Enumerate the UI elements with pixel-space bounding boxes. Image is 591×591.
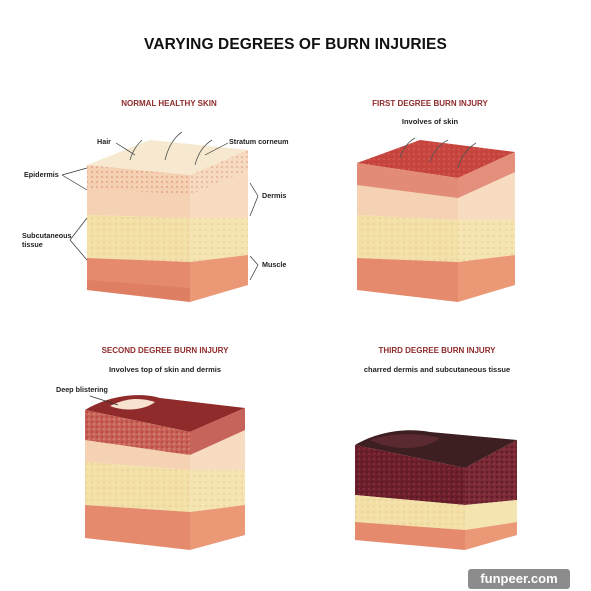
heading-normal-skin: NORMAL HEALTHY SKIN	[121, 99, 217, 108]
label-stratum-corneum: Stratum corneum	[229, 137, 289, 146]
label-hair: Hair	[97, 137, 111, 146]
leader-line-blistering	[89, 395, 119, 406]
label-subcutaneous-tissue: Subcutaneous tissue	[22, 231, 72, 249]
label-muscle: Muscle	[262, 260, 287, 269]
page-title: VARYING DEGREES OF BURN INJURIES	[144, 36, 447, 53]
leader-lines-normal	[61, 142, 259, 281]
label-deep-blistering: Deep blistering	[56, 385, 108, 394]
heading-first-degree: FIRST DEGREE BURN INJURY	[372, 99, 488, 108]
first-degree-block	[357, 137, 515, 302]
second-degree-block	[85, 395, 245, 550]
watermark-badge: funpeer.com	[468, 569, 570, 589]
caption-first-degree: Involves of skin	[401, 117, 459, 126]
caption-third-degree: charred dermis and subcutaneous tissue	[363, 365, 511, 374]
label-epidermis: Epidermis	[24, 170, 59, 179]
heading-third-degree: THIRD DEGREE BURN INJURY	[378, 346, 496, 355]
heading-second-degree: SECOND DEGREE BURN INJURY	[101, 346, 229, 355]
label-dermis: Dermis	[262, 191, 287, 200]
caption-second-degree: Involves top of skin and dermis	[108, 365, 222, 374]
normal-skin-block	[87, 131, 248, 302]
third-degree-block	[355, 430, 517, 550]
